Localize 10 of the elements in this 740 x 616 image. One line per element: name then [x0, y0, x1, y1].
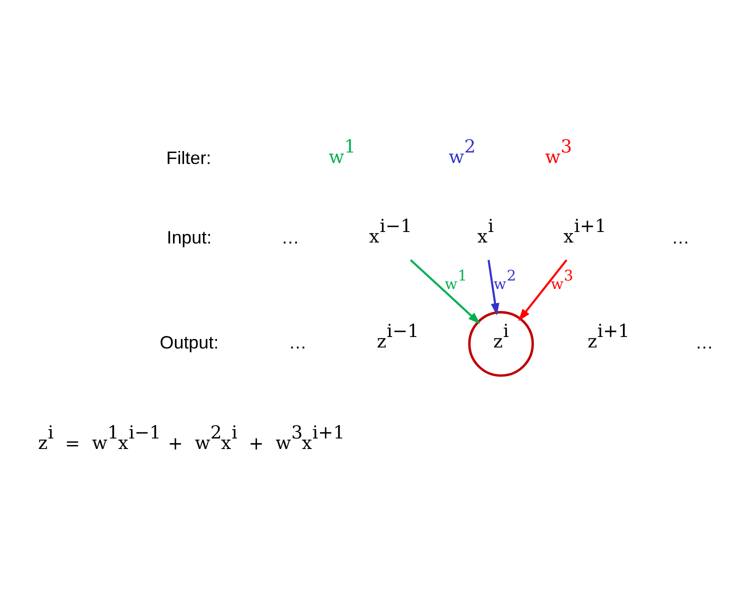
- label: …: [288, 332, 307, 352]
- arrow: [518, 259, 568, 322]
- label: Output:: [160, 332, 219, 352]
- arrow: [488, 260, 500, 316]
- arrow: [410, 259, 480, 324]
- label: …: [672, 227, 690, 248]
- label: Input:: [166, 227, 212, 248]
- label: …: [281, 227, 300, 248]
- label: Filter:: [166, 148, 212, 168]
- label: …: [695, 332, 714, 352]
